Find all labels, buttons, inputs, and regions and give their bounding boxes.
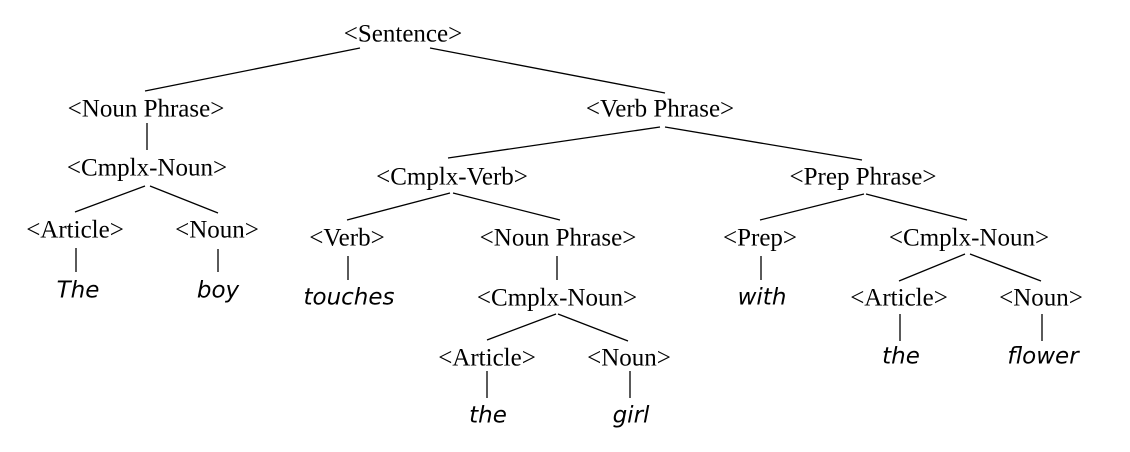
node-cmplx-noun-object: <Cmplx-Noun> xyxy=(476,284,638,312)
edge-prepphrase-cmplxnoun xyxy=(865,193,968,221)
word-boy: boy xyxy=(196,277,240,304)
word-the-prep: the xyxy=(882,343,920,370)
node-prep-phrase: <Prep Phrase> xyxy=(789,163,937,191)
word-flower: flower xyxy=(1007,343,1079,370)
node-article-prep: <Article> xyxy=(850,284,948,312)
edge-prepphrase-prep xyxy=(759,193,865,221)
node-sentence: <Sentence> xyxy=(343,20,463,48)
word-touches: touches xyxy=(303,284,395,311)
node-noun-subject: <Noun> xyxy=(175,216,259,244)
edge-cmplxverb-verb xyxy=(346,192,451,221)
edge-cmplxnoun-article-3 xyxy=(898,253,966,282)
edge-cmplxverb-nounphrase xyxy=(452,192,561,221)
word-with: with xyxy=(737,284,787,311)
node-noun-prep: <Noun> xyxy=(999,284,1083,312)
edge-cmplxnoun-article xyxy=(74,185,146,213)
node-prep: <Prep> xyxy=(722,224,798,252)
node-noun-phrase-object: <Noun Phrase> xyxy=(479,224,637,252)
edge-cmplxnoun-noun xyxy=(149,185,219,214)
word-the-object: the xyxy=(469,402,507,429)
node-cmplx-noun-prep: <Cmplx-Noun> xyxy=(888,224,1050,252)
edge-cmplxnoun-article-2 xyxy=(486,313,557,341)
edge-cmplxnoun-noun-2 xyxy=(557,313,629,342)
node-verb-phrase: <Verb Phrase> xyxy=(585,95,735,123)
edge-verbphrase-cmplxverb xyxy=(447,126,661,159)
edge-sentence-verbphrase xyxy=(429,47,666,94)
edge-sentence-nounphrase xyxy=(144,47,361,92)
node-noun-object: <Noun> xyxy=(587,344,671,372)
word-the-subject: The xyxy=(56,277,100,304)
word-girl: girl xyxy=(612,402,650,429)
node-cmplx-noun-subject: <Cmplx-Noun> xyxy=(66,154,228,182)
node-cmplx-verb: <Cmplx-Verb> xyxy=(376,163,528,191)
node-article-subject: <Article> xyxy=(26,216,124,244)
edge-cmplxnoun-noun-3 xyxy=(969,253,1042,282)
node-noun-phrase-subject: <Noun Phrase> xyxy=(67,95,225,123)
node-verb: <Verb> xyxy=(309,224,385,252)
edge-verbphrase-prepphrase xyxy=(664,126,863,161)
node-article-object: <Article> xyxy=(438,344,536,372)
